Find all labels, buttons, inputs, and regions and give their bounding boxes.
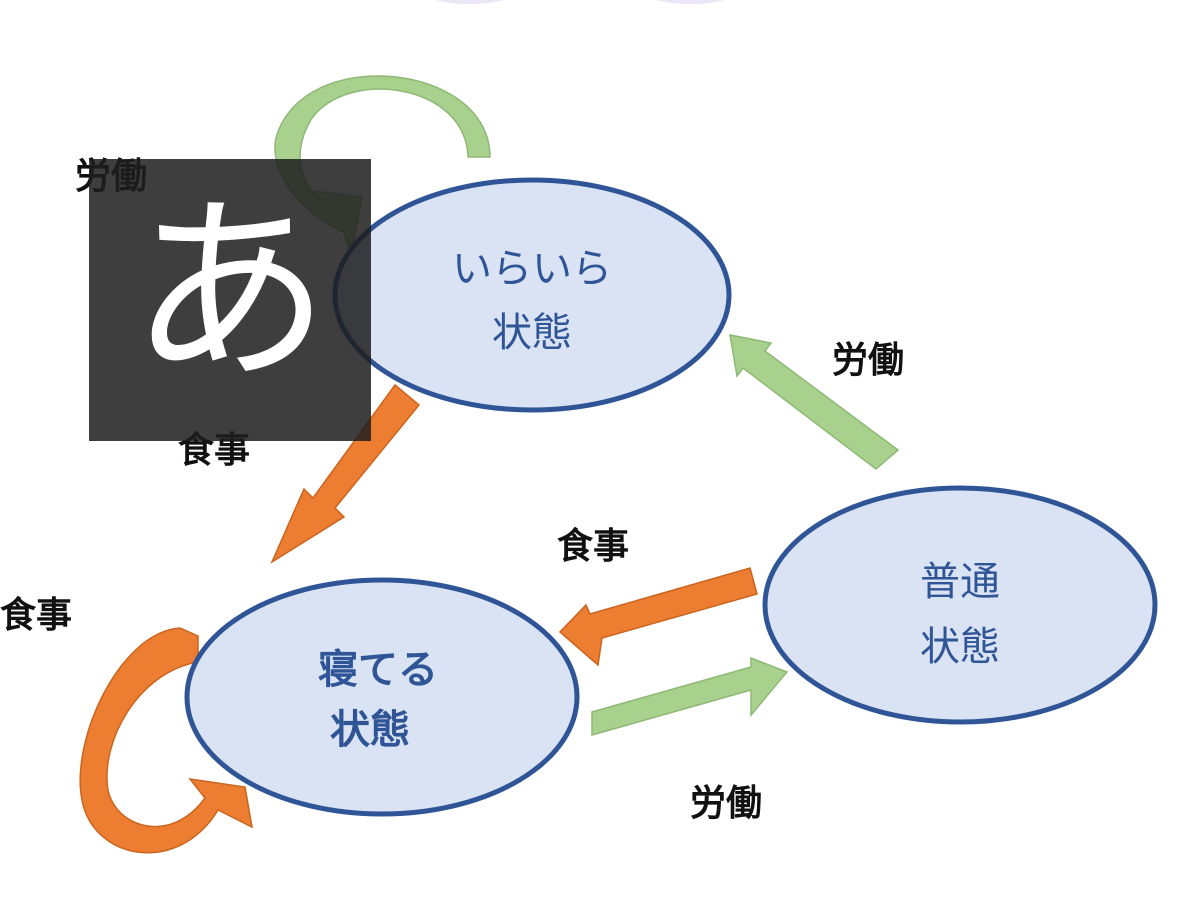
work-arrow-sleeping-to-normal (591, 656, 789, 736)
state-normal-line2: 状態 (920, 624, 1000, 670)
state-irritated-line1: いらいら (452, 246, 612, 292)
work-arrow-normal-to-irritated (729, 334, 900, 470)
edge-label-sleeping-self-loop: 食事 (0, 595, 72, 636)
state-normal-line1: 普通 (920, 559, 1000, 605)
state-normal: 普通 状態 (762, 485, 1158, 725)
meal-arrow-irritated-to-sleeping (270, 383, 421, 564)
state-irritated: いらいら 状態 (332, 177, 732, 413)
ime-mode-indicator: あ (89, 159, 371, 441)
state-irritated-line2: 状態 (492, 310, 572, 356)
top-decoration (435, 0, 725, 4)
edge-label-sleeping-to-normal: 労働 (690, 783, 762, 824)
state-sleeping-line2: 状態 (330, 707, 410, 753)
state-sleeping: 寝てる 状態 (184, 577, 580, 817)
ime-hiragana-glyph: あ (129, 176, 330, 409)
edge-label-normal-to-sleeping: 食事 (557, 526, 629, 567)
edge-label-normal-to-irritated: 労働 (832, 340, 904, 381)
meal-arrow-normal-to-sleeping (558, 567, 758, 667)
meal-self-loop-arrow (79, 627, 253, 854)
state-sleeping-line1: 寝てる (318, 647, 438, 693)
